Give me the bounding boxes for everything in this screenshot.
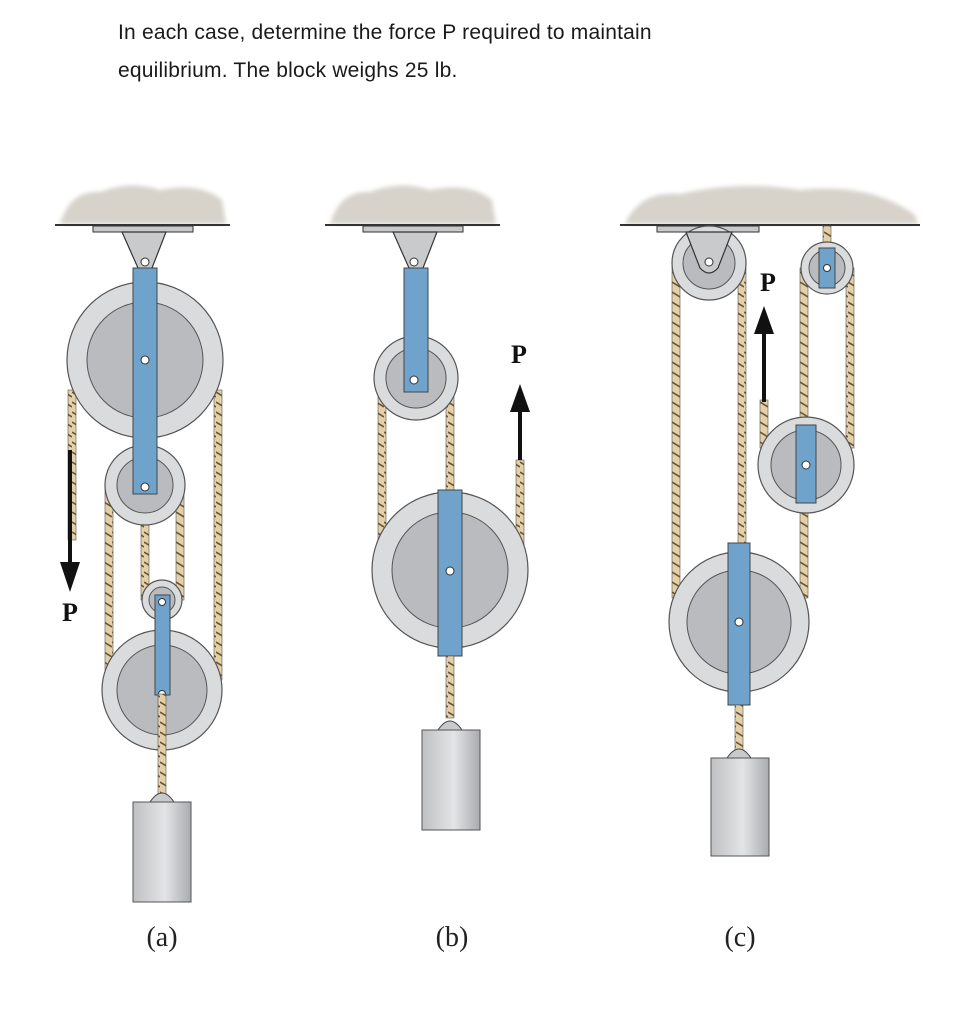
rope bbox=[157, 693, 167, 795]
pulley-icon bbox=[757, 416, 855, 514]
rope bbox=[213, 389, 223, 681]
force-label-c: P bbox=[760, 268, 776, 297]
pulley-icon bbox=[671, 225, 747, 301]
rope bbox=[104, 489, 114, 671]
force-label-a: P bbox=[62, 598, 78, 627]
figure-a bbox=[55, 185, 230, 903]
rope bbox=[845, 267, 855, 449]
weight-block-icon bbox=[710, 748, 770, 857]
problem-line-2: equilibrium. The block weighs 25 lb. bbox=[118, 59, 458, 82]
ceiling-icon bbox=[620, 185, 920, 233]
weight-block-icon bbox=[132, 792, 192, 903]
bracket bbox=[154, 594, 171, 696]
pulley-icon bbox=[668, 542, 810, 706]
rope bbox=[737, 267, 747, 554]
bracket bbox=[403, 267, 429, 393]
arrow-up-icon bbox=[754, 306, 774, 402]
pulley-icon bbox=[800, 241, 854, 295]
force-label-b: P bbox=[511, 340, 527, 369]
caption-c: (c) bbox=[724, 922, 756, 953]
ceiling-icon bbox=[55, 185, 230, 274]
arrow-down-icon bbox=[60, 450, 80, 592]
problem-statement: In each case, determine the force P requ… bbox=[118, 14, 878, 90]
weight-block-icon bbox=[421, 720, 481, 831]
bracket bbox=[132, 267, 158, 495]
figure-c bbox=[620, 185, 920, 857]
arrow-up-icon bbox=[510, 384, 530, 460]
caption-a: (a) bbox=[146, 922, 178, 953]
figure-b bbox=[325, 185, 530, 831]
rope bbox=[671, 267, 681, 599]
rope bbox=[445, 655, 455, 719]
rope bbox=[734, 704, 744, 751]
problem-line-1: In each case, determine the force P requ… bbox=[118, 21, 652, 44]
caption-b: (b) bbox=[435, 922, 469, 953]
ceiling-icon bbox=[325, 185, 500, 274]
